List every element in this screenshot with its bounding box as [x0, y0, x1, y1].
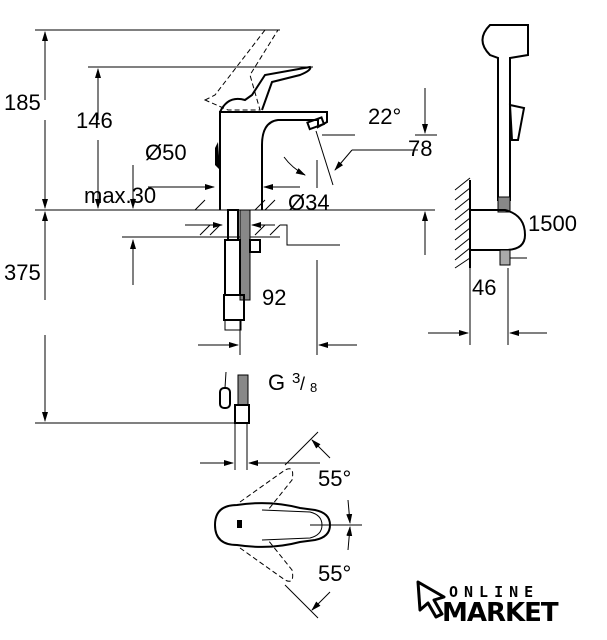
dimension-lines [35, 29, 437, 470]
dim-diameter-50: Ø50 [145, 140, 187, 165]
dim-thread-num: 3 [292, 370, 300, 387]
dim-thread-den: 8 [310, 380, 317, 395]
faucet-top-view [213, 431, 362, 619]
dim-146: 146 [76, 108, 113, 133]
dim-55-deg-bottom: 55° [318, 561, 351, 586]
dim-55-deg-top: 55° [318, 466, 351, 491]
dim-1500: 1500 [528, 211, 577, 236]
online-market-logo: ONLINE MARKET [416, 580, 560, 628]
thread-slash: / [300, 374, 305, 394]
dim-max-30: max.30 [84, 183, 156, 208]
dim-thread: G [268, 370, 285, 395]
hand-shower-side-view [428, 24, 547, 345]
dim-78: 78 [408, 136, 432, 161]
dim-92: 92 [262, 285, 286, 310]
faucet-side-view [194, 29, 328, 424]
dim-185: 185 [4, 90, 41, 115]
dim-diameter-34: Ø34 [288, 190, 330, 215]
logo-text-online: ONLINE [449, 583, 539, 601]
logo-text-market: MARKET [442, 598, 559, 628]
dim-375: 375 [4, 260, 41, 285]
cursor-icon [416, 580, 446, 619]
dim-22-deg: 22° [368, 104, 401, 129]
dim-46: 46 [472, 275, 496, 300]
